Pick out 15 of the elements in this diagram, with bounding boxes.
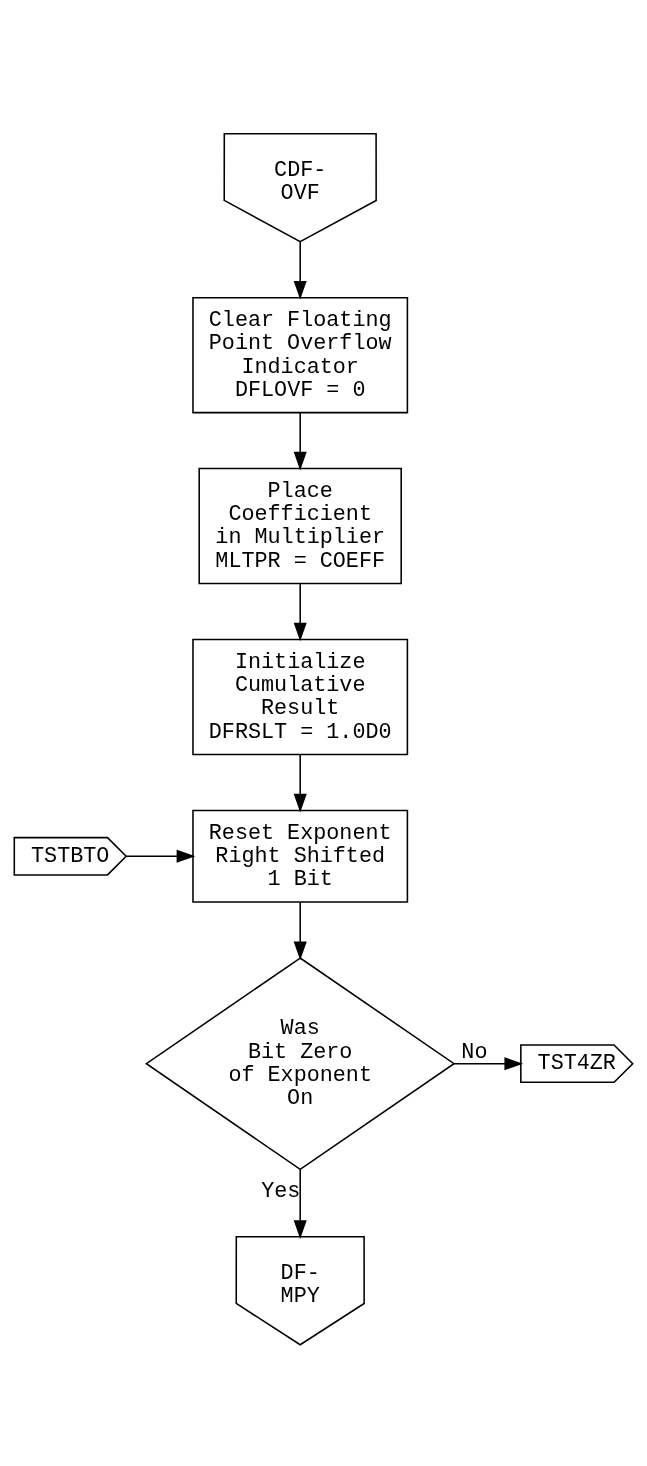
node-box: Reset Exponent Right Shifted 1 Bit — [192, 809, 409, 903]
node-box: Clear Floating Point Overflow Indicator DFLOVF = 0 — [192, 296, 409, 413]
arrow — [293, 753, 307, 812]
arrow — [293, 900, 307, 960]
node-box: Place Coefficient in Multiplier MLTPR = COEFF — [198, 467, 402, 584]
node-box: Initialize Cumulative Result DFRSLT = 1.0D0 — [192, 638, 409, 755]
arrow — [293, 411, 307, 470]
node-diamond: Was Bit Zero of Exponent On — [145, 956, 456, 1170]
arrow — [293, 1168, 307, 1239]
arrow — [125, 849, 196, 863]
edge-label: No — [461, 1039, 488, 1065]
edge-label: Yes — [261, 1178, 301, 1204]
arrow — [453, 1056, 524, 1070]
arrow — [293, 582, 307, 641]
arrow — [293, 240, 307, 300]
